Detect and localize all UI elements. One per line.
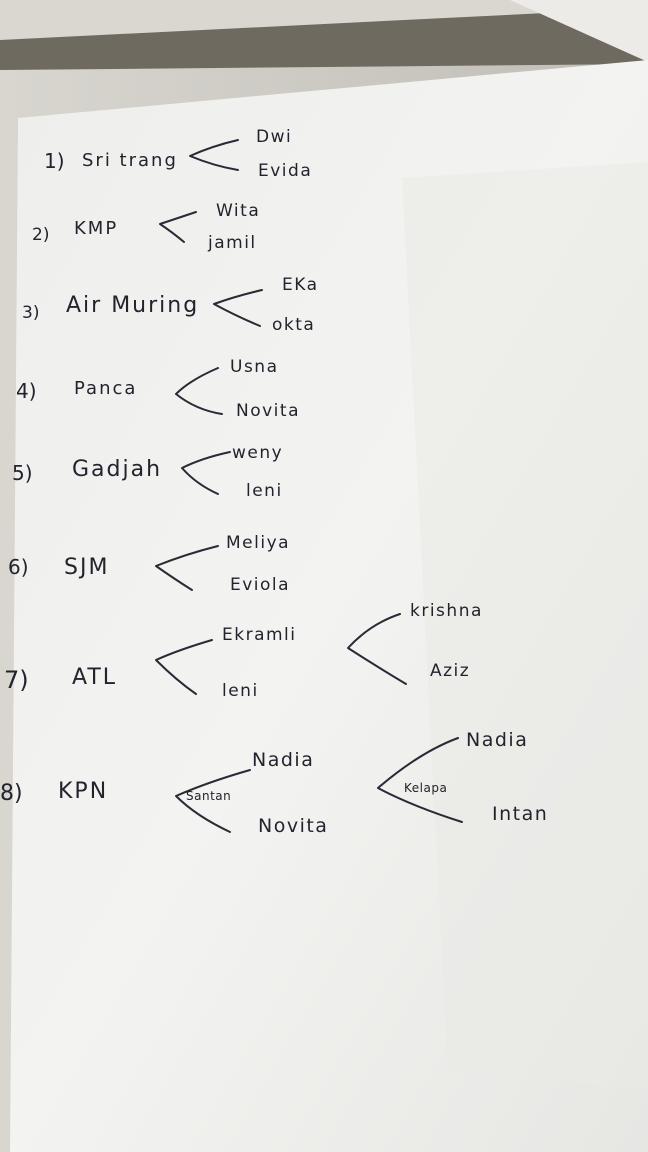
- bracket-2: [159, 211, 197, 243]
- entry-4-branch-1: Usna: [230, 357, 279, 377]
- entry-7-branch-2: leni: [222, 681, 259, 701]
- table-top-strip: [0, 0, 648, 40]
- show-through-panel: [402, 162, 648, 1090]
- bracket-6: [155, 545, 219, 591]
- entry-7-sub-branch-2: Aziz: [430, 661, 470, 681]
- entry-8-sub-branch-2: Intan: [492, 803, 548, 825]
- entry-1-name: Sri trang: [82, 150, 178, 171]
- bracket-1: [189, 139, 239, 171]
- entry-7-sub-branch-1: krishna: [410, 601, 483, 621]
- entry-4-branch-2: Novita: [236, 401, 300, 421]
- entry-8-name: KPN: [58, 779, 108, 804]
- table-edge: [0, 0, 648, 70]
- entry-2-branch-2: jamil: [207, 233, 257, 253]
- back-paper-corner: [510, 0, 648, 62]
- bracket-3: [213, 289, 263, 327]
- bracket-8: [175, 769, 251, 833]
- entry-7-branch-1: Ekramli: [222, 625, 297, 645]
- entry-5-branch-2: leni: [246, 481, 283, 501]
- entry-2-branch-1: Wita: [216, 201, 260, 221]
- bracket-4: [175, 367, 223, 415]
- entry-3-name: Air Muring: [66, 293, 199, 318]
- entry-6-branch-2: Eviola: [230, 575, 290, 595]
- entry-3-branch-1: EKa: [282, 275, 319, 295]
- entry-8-branch-2: Novita: [258, 815, 328, 837]
- entry-5-name: Gadjah: [72, 457, 162, 482]
- entry-8-label-kelapa: Kelapa: [404, 781, 447, 795]
- entry-6-name: SJM: [64, 555, 109, 580]
- entry-3-branch-2: okta: [272, 315, 315, 335]
- handwritten-entries: 1) Sri trang Dwi Evida 2) KMP Wita jamil…: [0, 127, 548, 837]
- entry-7-number: 7): [4, 666, 29, 694]
- entry-3-number: 3): [22, 303, 39, 323]
- bracket-5: [181, 451, 231, 495]
- entry-1-number: 1): [44, 149, 65, 173]
- entry-5-branch-1: weny: [232, 443, 283, 463]
- bracket-7: [155, 639, 213, 695]
- entry-5-number: 5): [12, 461, 33, 485]
- entry-1-branch-2: Evida: [258, 161, 312, 181]
- entry-8-number: 8): [0, 781, 23, 806]
- entry-1-branch-1: Dwi: [256, 127, 292, 147]
- entry-7-name: ATL: [72, 665, 117, 690]
- entry-6-branch-1: Meliya: [226, 533, 290, 553]
- entry-4-number: 4): [16, 379, 37, 403]
- entry-2-number: 2): [32, 225, 49, 245]
- bracket-8b: [377, 737, 463, 823]
- bracket-7b: [347, 613, 407, 685]
- entry-8-branch-1: Nadia: [252, 749, 314, 771]
- bracket-strokes: [155, 139, 463, 833]
- entry-2-name: KMP: [74, 218, 118, 239]
- entry-8-sub-branch-1: Nadia: [466, 729, 528, 751]
- entry-4-name: Panca: [74, 378, 137, 399]
- entry-8-label-santan: Santan: [186, 789, 231, 803]
- entry-6-number: 6): [8, 555, 29, 579]
